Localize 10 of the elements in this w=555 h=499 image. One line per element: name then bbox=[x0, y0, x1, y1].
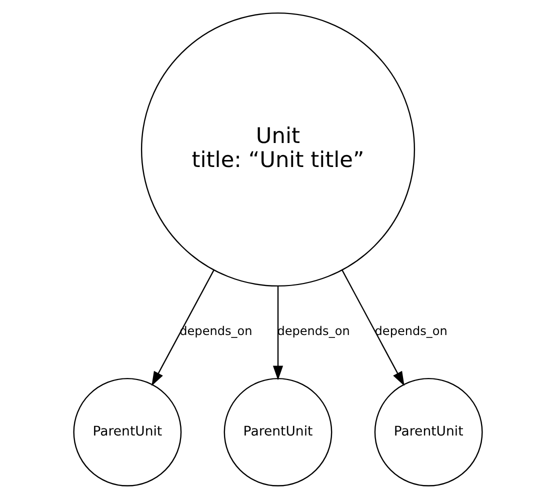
arrow bbox=[341, 270, 404, 386]
node-circle: ParentUnit bbox=[374, 378, 482, 486]
node-circle: Unit title: “Unit title” bbox=[140, 12, 415, 287]
edge-label: depends_on bbox=[276, 324, 350, 338]
arrow bbox=[272, 286, 283, 380]
edge-label: depends_on bbox=[374, 324, 447, 338]
edge-label: depends_on bbox=[179, 324, 252, 338]
node-circle: ParentUnit bbox=[223, 378, 332, 486]
arrow bbox=[151, 270, 214, 386]
node-circle: ParentUnit bbox=[72, 378, 182, 486]
